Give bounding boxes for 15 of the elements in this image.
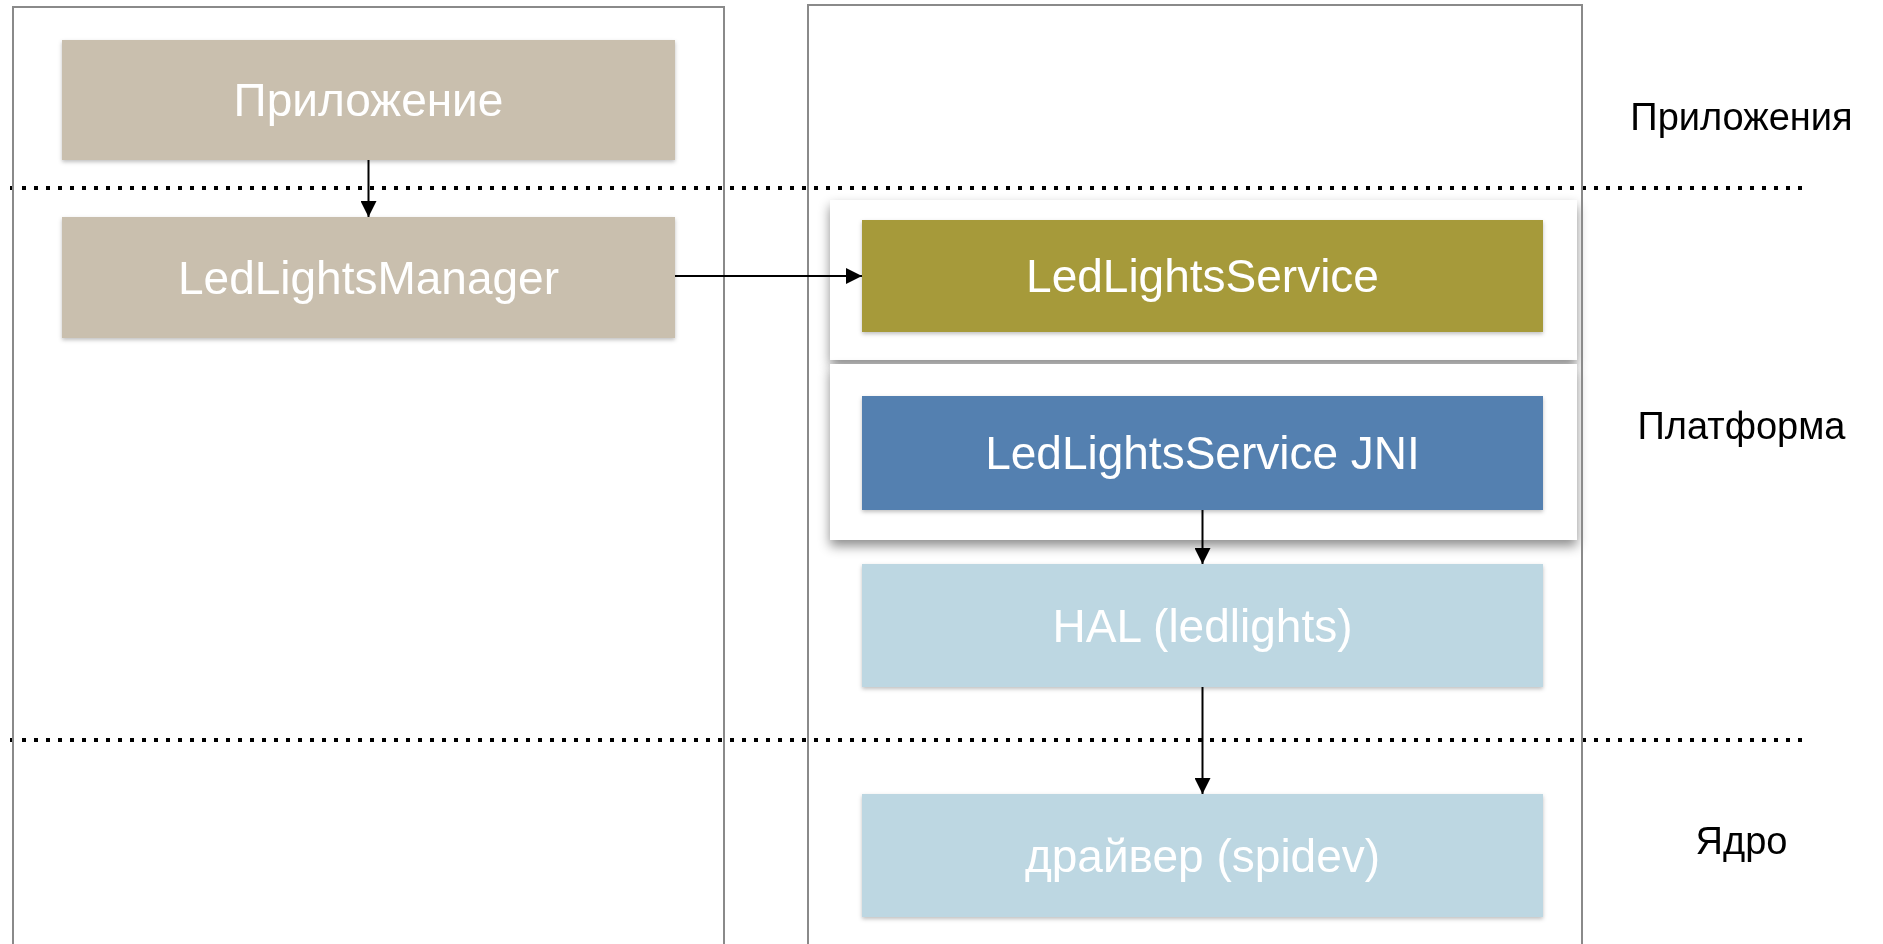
arrow bbox=[360, 159, 377, 218]
panel bbox=[12, 6, 725, 944]
arrow bbox=[674, 268, 863, 284]
process-box: Приложение bbox=[62, 40, 675, 160]
process-box: HAL (ledlights) bbox=[862, 564, 1543, 687]
process-box: LedLightsManager bbox=[62, 217, 675, 338]
process-box: LedLightsService JNI bbox=[862, 396, 1543, 510]
layer-label: Ядро bbox=[1694, 820, 1789, 863]
layer-label: Платформа bbox=[1636, 405, 1847, 448]
layer-label: Приложения bbox=[1629, 96, 1854, 139]
process-box: LedLightsService bbox=[862, 220, 1543, 332]
arrow bbox=[1194, 509, 1211, 565]
panel bbox=[807, 4, 1583, 944]
arrow bbox=[1194, 686, 1211, 795]
process-box: драйвер (spidev) bbox=[862, 794, 1543, 917]
